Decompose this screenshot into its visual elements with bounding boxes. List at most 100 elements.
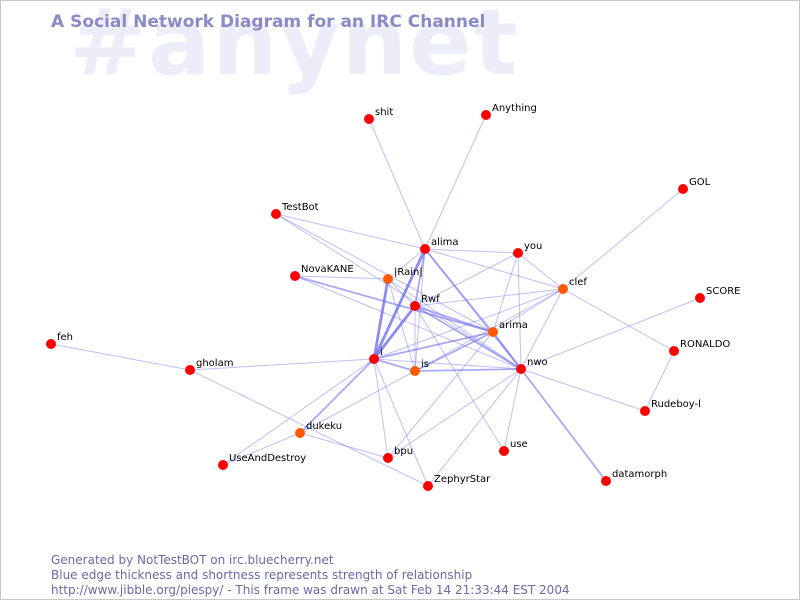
node-dot[interactable] (423, 481, 433, 491)
edge-clef-arima (492, 288, 564, 333)
node-label: bpu (394, 446, 413, 457)
node-TestBot[interactable]: TestBot (271, 202, 319, 219)
edge-alima-Rain (387, 248, 426, 280)
node-GOL[interactable]: GOL (678, 177, 711, 194)
edge-you-arima (492, 252, 519, 333)
node-is[interactable]: is (410, 359, 429, 376)
node-label: Rudeboy-l (651, 399, 701, 410)
node-gholam[interactable]: gholam (185, 358, 233, 375)
node-dot[interactable] (218, 460, 228, 470)
node-RONALDO[interactable]: RONALDO (669, 339, 730, 356)
node-label: clef (569, 277, 587, 288)
node-label: gholam (196, 358, 233, 369)
node-dot[interactable] (383, 453, 393, 463)
edge-alima-arima (424, 248, 494, 333)
node-label: alima (431, 237, 459, 248)
edge-i-Rwf (372, 305, 417, 360)
node-dot[interactable] (383, 274, 393, 284)
node-NovaKANE[interactable]: NovaKANE (290, 264, 354, 281)
node-clef[interactable]: clef (558, 277, 587, 294)
node-dot[interactable] (669, 346, 679, 356)
node-dot[interactable] (481, 110, 491, 120)
node-arima[interactable]: arima (488, 320, 528, 337)
edge-TestBot-arima (275, 213, 494, 333)
edge-you-nwo (517, 252, 522, 370)
node-label: |Rain| (394, 267, 423, 278)
edge-Rain-Rwf (387, 278, 416, 307)
edge-is-dukeku (299, 370, 416, 434)
edge-alima-Rwf (414, 248, 426, 307)
node-dot[interactable] (364, 114, 374, 124)
node-shit[interactable]: shit (364, 107, 393, 124)
node-label: dukeku (306, 421, 342, 432)
edge-alima-you (424, 248, 519, 254)
edge-NovaKANE-nwo (294, 275, 522, 370)
edge-NovaKANE-arima (294, 275, 494, 333)
edge-i-UseAndDestroy (222, 358, 375, 466)
node-Rwf[interactable]: Rwf (410, 294, 440, 311)
node-bpu[interactable]: bpu (383, 446, 413, 463)
node-Rain[interactable]: |Rain| (383, 267, 423, 284)
edge-i-is (373, 358, 416, 372)
node-dot[interactable] (601, 476, 611, 486)
node-ZephyrStar[interactable]: ZephyrStar (423, 474, 491, 491)
node-dot[interactable] (488, 327, 498, 337)
footer-link-line[interactable]: http://www.jibble.org/piespy/ - This fra… (51, 583, 570, 597)
node-feh[interactable]: feh (46, 332, 73, 349)
node-dot[interactable] (558, 284, 568, 294)
node-dot[interactable] (410, 366, 420, 376)
node-UseAndDestroy[interactable]: UseAndDestroy (218, 453, 306, 470)
node-dot[interactable] (290, 271, 300, 281)
edge-clef-nwo (520, 288, 564, 370)
node-label: feh (57, 332, 73, 343)
node-dot[interactable] (499, 446, 509, 456)
node-dot[interactable] (295, 428, 305, 438)
footer-generator-line: Generated by NotTestBOT on irc.bluecherr… (51, 553, 334, 567)
node-dot[interactable] (369, 354, 379, 364)
node-label: use (510, 439, 528, 450)
edge-nwo-use (503, 368, 522, 452)
node-dot[interactable] (678, 184, 688, 194)
node-use[interactable]: use (499, 439, 528, 456)
edge-nwo-bpu (387, 368, 522, 459)
edge-nwo-ZephyrStar (427, 368, 522, 487)
edge-i-arima (373, 331, 494, 360)
node-label: TestBot (281, 202, 319, 213)
node-label: RONALDO (680, 339, 730, 350)
edge-i-dukeku (299, 358, 375, 434)
node-dot[interactable] (410, 301, 420, 311)
node-dot[interactable] (46, 339, 56, 349)
edge-i-alima (372, 248, 427, 360)
edge-Rwf-nwo (414, 305, 522, 370)
edge-arima-nwo (492, 331, 522, 370)
node-dot[interactable] (271, 209, 281, 219)
node-label: Anything (492, 103, 537, 114)
node-SCORE[interactable]: SCORE (695, 286, 740, 303)
channel-watermark: #anynet (69, 0, 520, 96)
edge-alima-TestBot (275, 213, 426, 250)
edge-RONALDO-Rudeboy (644, 350, 675, 412)
node-dot[interactable] (516, 364, 526, 374)
node-alima[interactable]: alima (420, 237, 459, 254)
node-dot[interactable] (695, 293, 705, 303)
node-label: GOL (689, 177, 711, 188)
node-Anything[interactable]: Anything (481, 103, 537, 120)
node-datamorph[interactable]: datamorph (601, 469, 667, 486)
node-dukeku[interactable]: dukeku (295, 421, 342, 438)
edge-TestBot-nwo (275, 213, 522, 370)
node-label: you (524, 241, 542, 252)
node-dot[interactable] (640, 406, 650, 416)
node-you[interactable]: you (513, 241, 542, 258)
node-Rudeboy[interactable]: Rudeboy-l (640, 399, 701, 416)
node-dot[interactable] (420, 244, 430, 254)
node-nwo[interactable]: nwo (516, 357, 548, 374)
node-dot[interactable] (185, 365, 195, 375)
node-i[interactable]: i (369, 347, 383, 364)
edge-feh-gholam (50, 343, 191, 371)
edge-arima-is (414, 331, 494, 372)
node-dot[interactable] (513, 248, 523, 258)
edge-clef-RONALDO (562, 288, 675, 352)
